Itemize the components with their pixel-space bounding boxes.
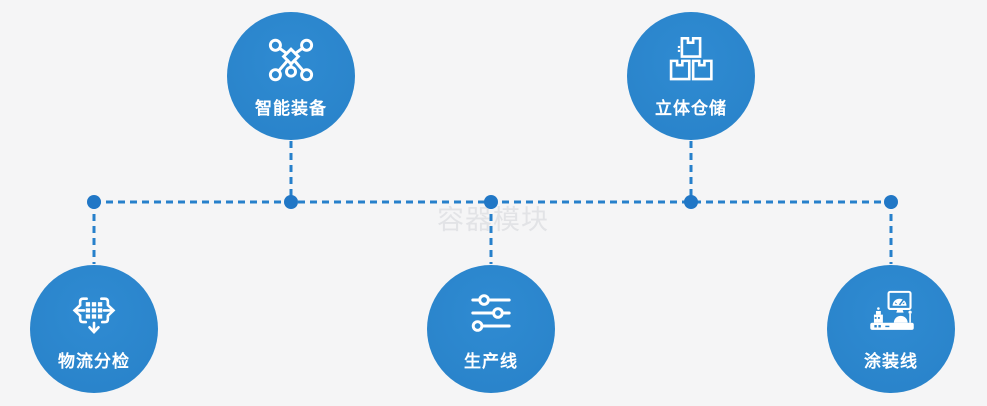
node-label: 智能装备 [255, 98, 327, 118]
control-console-icon [870, 290, 914, 330]
node-logistics-sorting[interactable]: 物流分检 [30, 265, 158, 393]
node-label: 生产线 [464, 351, 518, 371]
node-smart-equipment[interactable]: 智能装备 [227, 12, 355, 140]
network-nodes-icon [268, 38, 314, 81]
node-production-line[interactable]: 生产线 [427, 265, 555, 393]
stacked-boxes-icon [669, 36, 713, 80]
node-painting-line[interactable]: 涂装线 [827, 265, 955, 393]
sorting-crossroads-icon [72, 296, 116, 334]
node-label: 立体仓储 [655, 98, 727, 118]
junction-dot [484, 195, 498, 209]
junction-dot [884, 195, 898, 209]
junction-dot [684, 195, 698, 209]
node-label: 物流分检 [58, 351, 130, 371]
junction-dot [87, 195, 101, 209]
sliders-icon [471, 293, 511, 332]
node-stereo-warehouse[interactable]: 立体仓储 [627, 12, 755, 140]
junction-dot [284, 195, 298, 209]
node-label: 涂装线 [864, 351, 918, 371]
